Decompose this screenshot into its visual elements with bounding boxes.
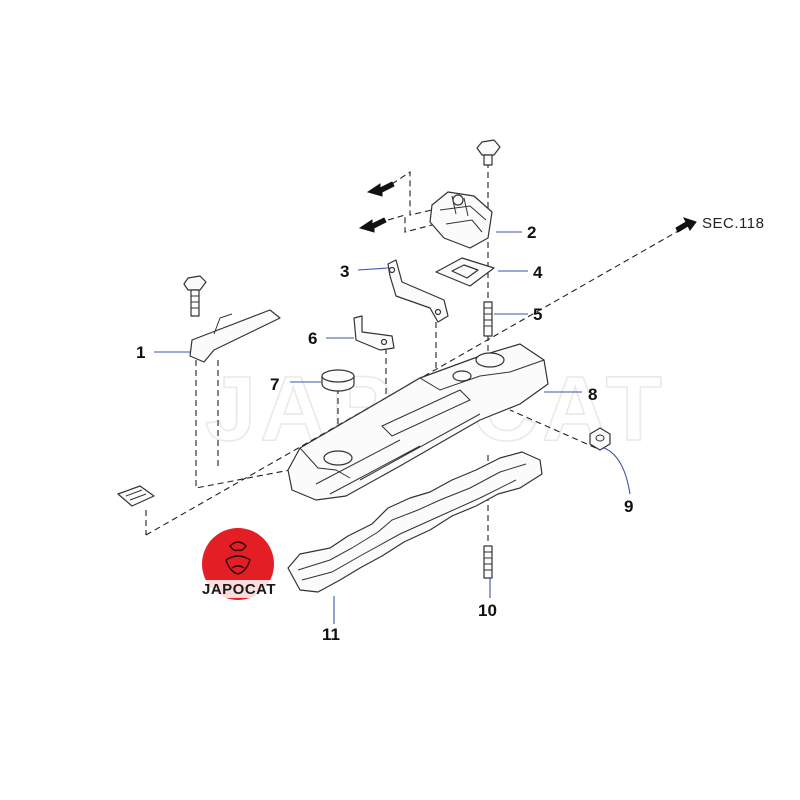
part-oil-cap	[321, 369, 355, 392]
guide-sec118	[145, 229, 681, 536]
callouts: 1 2 3 4 5 6 7 8 9 10 11	[136, 223, 633, 644]
part-stud-5	[483, 301, 493, 337]
part-bracket-1	[183, 275, 281, 363]
part-gasket-4	[435, 257, 495, 287]
callout-5: 5	[533, 305, 542, 324]
callout-10: 10	[478, 601, 497, 620]
part-rocker-cover	[287, 343, 549, 501]
arrow-left-icon	[358, 217, 387, 233]
leader-lines	[154, 231, 631, 624]
arrow-right-icon	[675, 217, 697, 233]
part-breather-valve	[429, 191, 493, 249]
guide-hose-top	[391, 170, 433, 216]
part-grommet	[117, 485, 155, 507]
part-bracket-6	[353, 315, 395, 351]
logo: JAPOCAT	[200, 528, 282, 600]
part-nut-9	[589, 427, 611, 451]
callout-8: 8	[588, 385, 597, 404]
guide-lines	[145, 162, 681, 545]
callout-3: 3	[340, 262, 349, 281]
callout-6: 6	[308, 329, 317, 348]
callout-7: 7	[270, 375, 279, 394]
callout-2: 2	[527, 223, 536, 242]
callout-9: 9	[624, 497, 633, 516]
hose-arrows	[358, 181, 697, 233]
guide-bracket-1	[195, 360, 291, 489]
part-top-bolt	[476, 139, 501, 166]
ref-sec118: SEC.118	[702, 215, 764, 232]
part-gasket-11	[287, 451, 543, 593]
guide-hose-bottom	[387, 214, 433, 233]
callout-1: 1	[136, 343, 145, 362]
cat-icon	[225, 541, 251, 575]
callout-11: 11	[322, 625, 340, 644]
part-stud-10	[483, 545, 493, 579]
logo-text: JAPOCAT	[202, 581, 276, 598]
guide-nut-9	[509, 409, 597, 449]
arrow-left-icon	[366, 181, 395, 197]
callout-4: 4	[533, 263, 543, 282]
part-bracket-3	[387, 259, 449, 323]
